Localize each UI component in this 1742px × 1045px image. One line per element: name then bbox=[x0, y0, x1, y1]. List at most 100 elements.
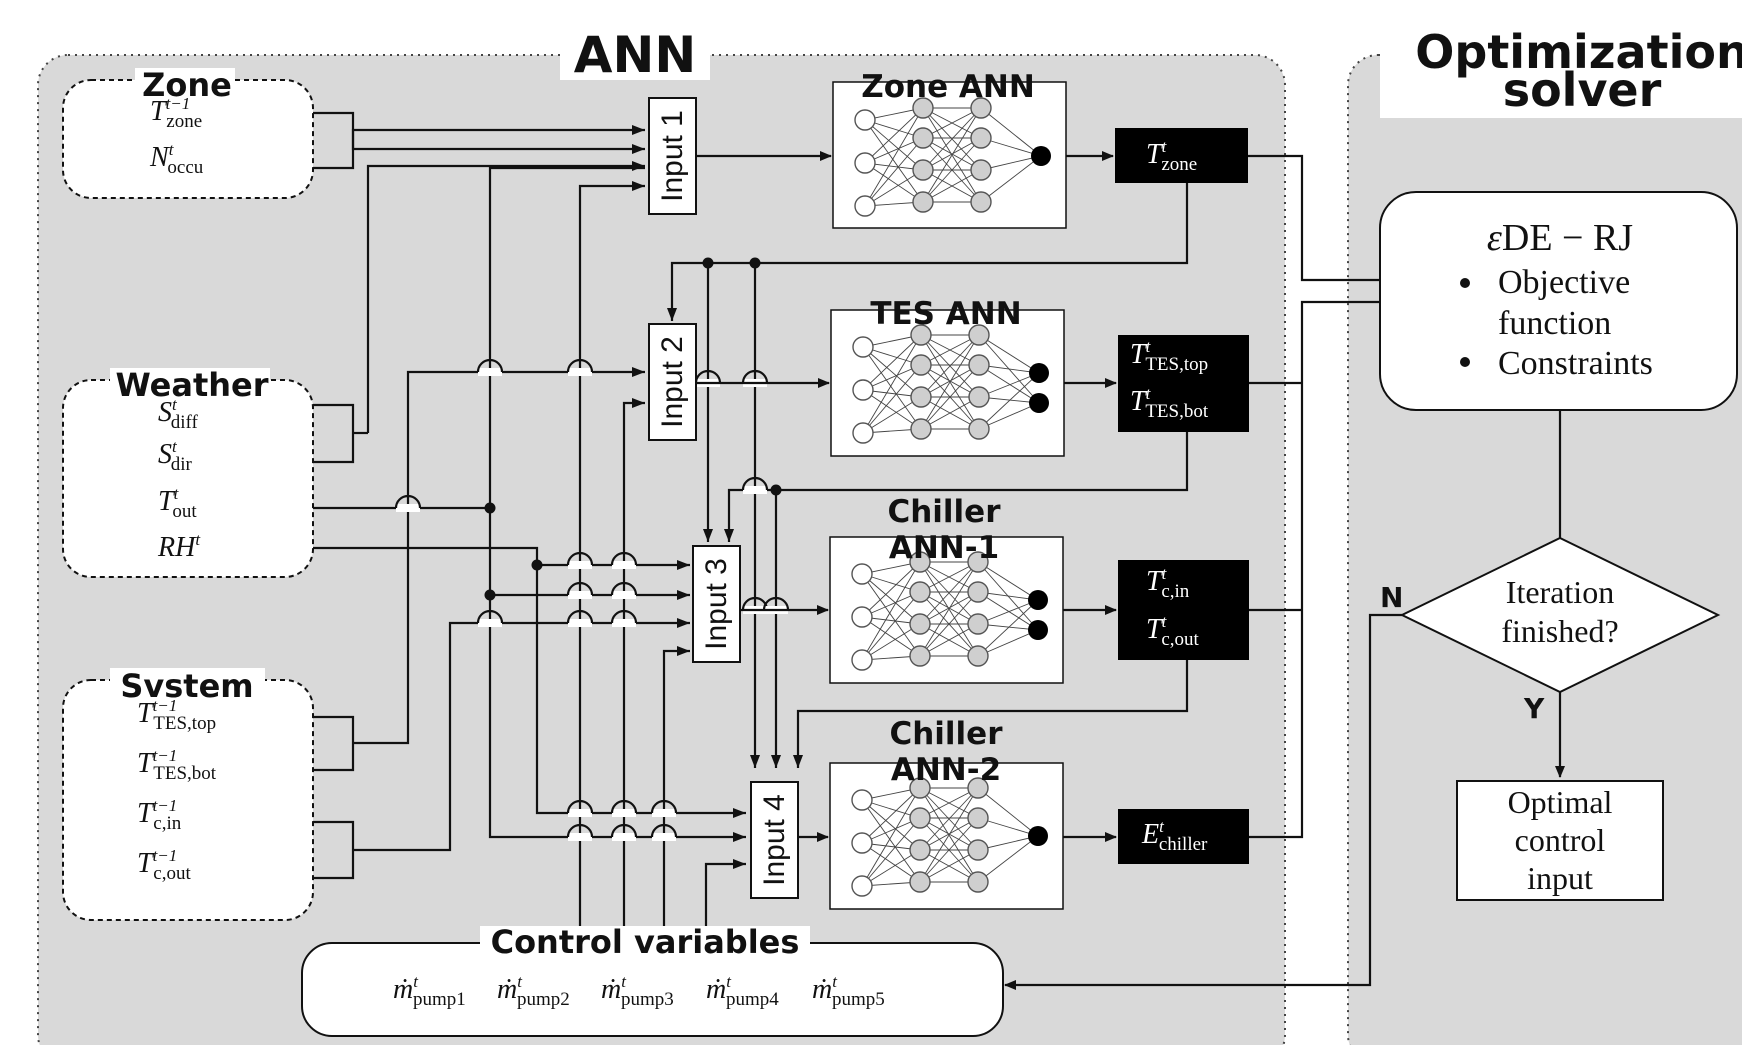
hidden-neuron bbox=[967, 613, 989, 635]
hidden-neuron bbox=[967, 645, 989, 667]
feed-arrowhead bbox=[733, 832, 746, 842]
feed-arrowhead bbox=[667, 308, 677, 321]
input-neuron bbox=[854, 109, 876, 131]
junction-dot bbox=[484, 589, 496, 601]
hidden-neuron bbox=[910, 418, 932, 440]
rh-to-input4 bbox=[313, 546, 746, 815]
result-line3: input bbox=[1527, 860, 1593, 896]
chiller-feedback-input4 bbox=[796, 660, 1189, 768]
hidden-neuron bbox=[909, 613, 931, 635]
signal-buses bbox=[313, 128, 1189, 943]
feed-arrowhead bbox=[703, 529, 713, 542]
crossing-hop bbox=[566, 551, 594, 566]
hidden-neuron bbox=[909, 807, 931, 829]
weather-to-input1 bbox=[366, 164, 645, 433]
hidden-neuron bbox=[967, 871, 989, 893]
input-neuron bbox=[852, 379, 874, 401]
hidden-neuron bbox=[910, 354, 932, 376]
neural-networks bbox=[851, 97, 1051, 897]
zone-ann-title: Zone ANN bbox=[861, 69, 1035, 105]
hidden-neuron bbox=[970, 97, 992, 119]
hidden-neuron bbox=[970, 159, 992, 181]
hidden-neuron bbox=[967, 551, 989, 573]
crossing-hop bbox=[762, 596, 790, 611]
zone-to-solver-line bbox=[1248, 154, 1408, 285]
tes-ann-network bbox=[852, 324, 1049, 444]
chiller-ann-1-title-line2: ANN-1 bbox=[889, 530, 999, 566]
crossing-hop bbox=[566, 823, 594, 838]
output-neuron bbox=[1028, 620, 1048, 640]
solver-bullet-function: function bbox=[1498, 305, 1611, 342]
crossing-hop bbox=[566, 799, 594, 814]
outputs-collector-line bbox=[1249, 302, 1407, 839]
junction-dot bbox=[484, 502, 496, 514]
tes-to-input2 bbox=[353, 370, 645, 745]
hidden-neuron bbox=[968, 324, 990, 346]
decision-line1: Iteration bbox=[1506, 574, 1614, 610]
zone-out-feedback-input2 bbox=[670, 183, 1189, 321]
crossing-hop bbox=[610, 581, 638, 596]
junction-dot bbox=[749, 257, 761, 269]
result-line2: control bbox=[1515, 822, 1606, 858]
input-1-box: Input 1 bbox=[648, 97, 697, 215]
svg-text:Input 3: Input 3 bbox=[700, 558, 733, 650]
decision-no-label: N bbox=[1380, 581, 1403, 614]
zone-ann-network bbox=[854, 97, 1051, 217]
crossing-hop bbox=[610, 609, 638, 624]
svg-text:Input 4: Input 4 bbox=[758, 794, 791, 886]
tes-ann-title: TES ANN bbox=[870, 296, 1021, 332]
decision-line2: finished? bbox=[1501, 613, 1618, 649]
hidden-neuron bbox=[909, 551, 931, 573]
crossing-hop bbox=[610, 823, 638, 838]
control-variables-title: Control variables bbox=[491, 923, 800, 961]
crossing-hop bbox=[476, 358, 504, 373]
tes-output-box bbox=[1118, 335, 1249, 432]
feed-arrowhead bbox=[632, 181, 645, 191]
output-neuron bbox=[1029, 393, 1049, 413]
crossing-hop bbox=[610, 551, 638, 566]
hidden-neuron bbox=[967, 839, 989, 861]
feed-arrowhead bbox=[677, 590, 690, 600]
hidden-neuron bbox=[910, 386, 932, 408]
hidden-neuron bbox=[909, 871, 931, 893]
chiller-ann-2-network bbox=[851, 777, 1048, 897]
crossing-hop bbox=[650, 823, 678, 838]
hidden-neuron bbox=[968, 354, 990, 376]
input-neuron bbox=[851, 832, 873, 854]
feed-arrowhead bbox=[724, 529, 734, 542]
feed-arrowhead bbox=[677, 618, 690, 628]
optimizer-title-line2: solver bbox=[1503, 63, 1662, 117]
pump4-to-input4 bbox=[704, 862, 746, 943]
hidden-neuron bbox=[912, 97, 934, 119]
crossing-hop bbox=[610, 799, 638, 814]
solver-bullet-constraints: Constraints bbox=[1498, 345, 1653, 382]
junction-dot bbox=[531, 559, 543, 571]
chiller-ann-1-network bbox=[851, 551, 1048, 671]
input-3-box: Input 3 bbox=[692, 545, 741, 663]
feed-arrowhead bbox=[733, 859, 746, 869]
system-group-title: Svstem bbox=[120, 667, 253, 705]
feed-arrowhead bbox=[750, 755, 760, 768]
hidden-neuron bbox=[967, 807, 989, 829]
input-2-box: Input 2 bbox=[648, 323, 697, 441]
zone-to-input1-a bbox=[351, 128, 645, 140]
hidden-neuron bbox=[909, 839, 931, 861]
feed-arrowhead bbox=[771, 755, 781, 768]
input-neuron bbox=[851, 875, 873, 897]
input-neuron bbox=[851, 563, 873, 585]
input-neuron bbox=[854, 152, 876, 174]
solver-title: εDE − RJ bbox=[1487, 217, 1633, 259]
